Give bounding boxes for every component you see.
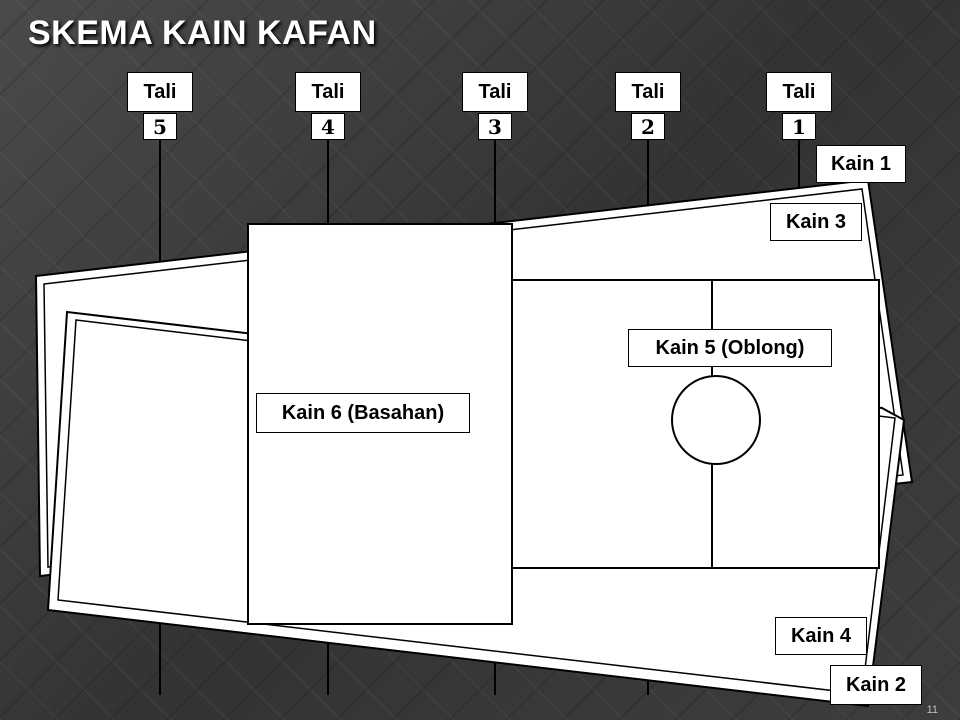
kain-6-label: Kain 6 (Basahan) <box>256 393 470 433</box>
tie-4-label: Tali <box>295 72 361 112</box>
kain-5-label: Kain 5 (Oblong) <box>628 329 832 367</box>
tie-5-number: 5 <box>143 113 177 140</box>
slide-title: SKEMA KAIN KAFAN <box>28 14 377 52</box>
tie-4-number: 4 <box>311 113 345 140</box>
tie-3-label: Tali <box>462 72 528 112</box>
kain-1-label: Kain 1 <box>816 145 906 183</box>
kain-3-label: Kain 3 <box>770 203 862 241</box>
tie-1-label: Tali <box>766 72 832 112</box>
oblong-head-hole <box>671 375 761 465</box>
tie-3-number: 3 <box>478 113 512 140</box>
kain-4-label: Kain 4 <box>775 617 867 655</box>
page-number: 11 <box>926 704 938 716</box>
tie-2-label: Tali <box>615 72 681 112</box>
kain-2-label: Kain 2 <box>830 665 922 705</box>
tie-2-number: 2 <box>631 113 665 140</box>
tie-1-number: 1 <box>782 113 816 140</box>
tie-5-label: Tali <box>127 72 193 112</box>
